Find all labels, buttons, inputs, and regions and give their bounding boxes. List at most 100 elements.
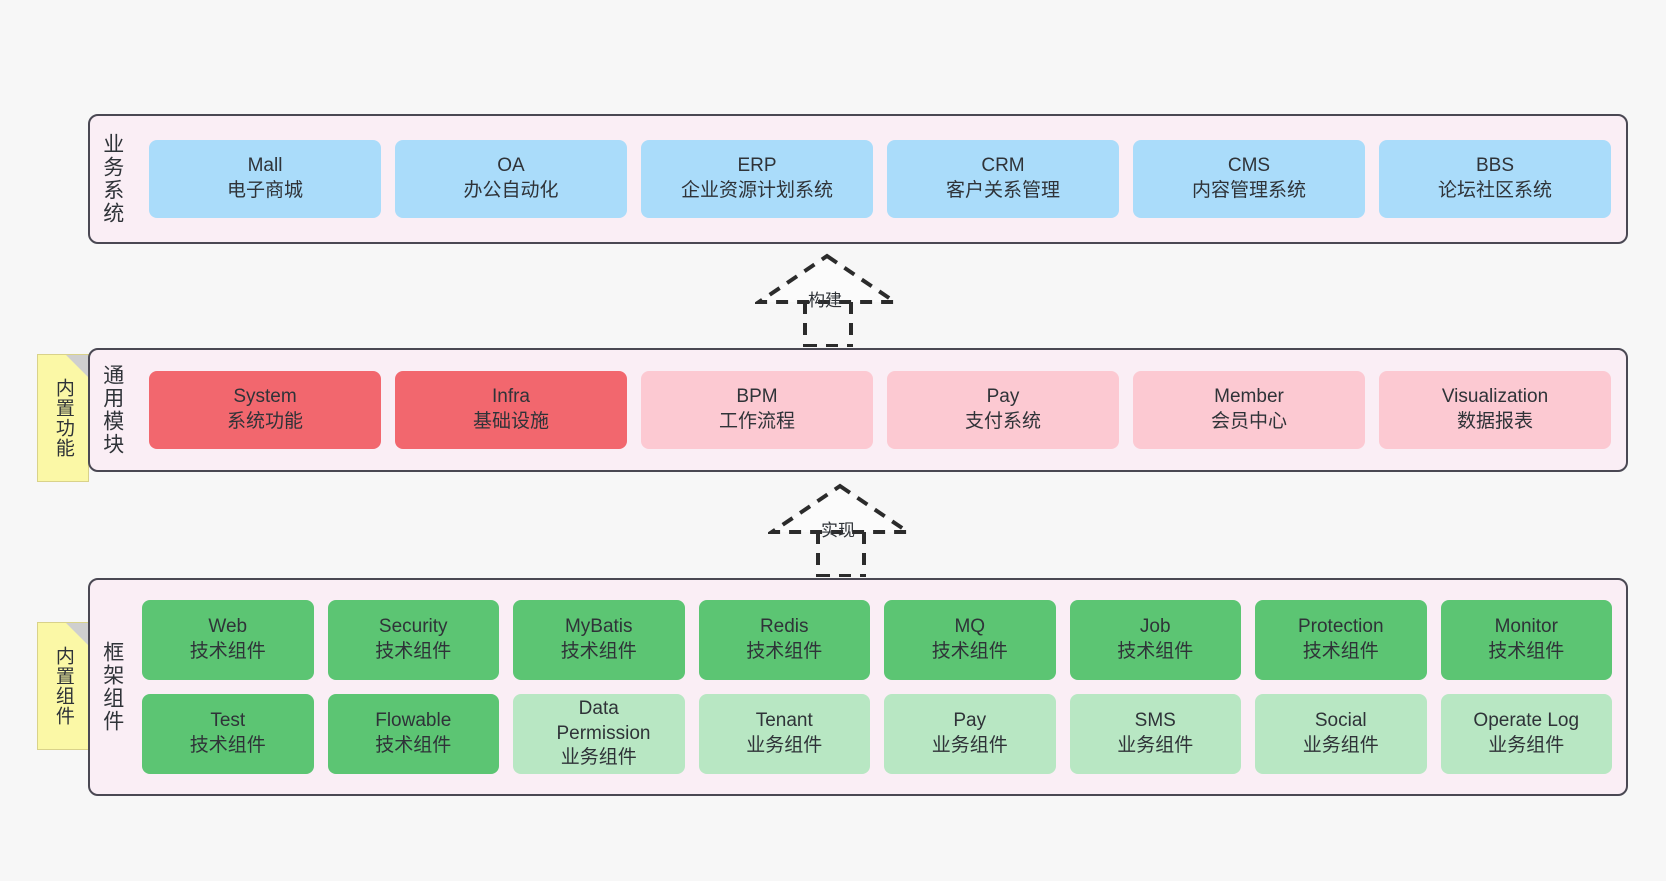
sticky-note-builtin-features: 内置功能 bbox=[37, 354, 89, 482]
node-crm[interactable]: CRM 客户关系管理 bbox=[887, 140, 1119, 218]
node-mall[interactable]: Mall 电子商城 bbox=[149, 140, 381, 218]
node-title: Operate Log bbox=[1473, 710, 1580, 732]
node-subtitle: 业务组件 bbox=[1302, 735, 1379, 756]
node-subtitle: 企业资源计划系统 bbox=[680, 180, 833, 201]
node-subtitle: 技术组件 bbox=[746, 641, 823, 662]
node-subtitle: 支付系统 bbox=[964, 411, 1041, 432]
layer-label-business-systems: 业务系统 bbox=[100, 133, 124, 225]
node-subtitle: 工作流程 bbox=[718, 411, 795, 432]
node-job[interactable]: Job 技术组件 bbox=[1069, 600, 1241, 680]
node-data-permission[interactable]: Data Permission 业务组件 bbox=[513, 694, 685, 774]
node-subtitle: 技术组件 bbox=[1117, 641, 1194, 662]
node-title: BBS bbox=[1475, 155, 1515, 177]
node-subtitle: 技术组件 bbox=[1302, 641, 1379, 662]
node-title: BPM bbox=[736, 386, 778, 408]
node-title: MQ bbox=[954, 616, 986, 638]
node-erp[interactable]: ERP 企业资源计划系统 bbox=[641, 140, 873, 218]
node-bpm[interactable]: BPM 工作流程 bbox=[641, 371, 873, 449]
node-oa[interactable]: OA 办公自动化 bbox=[395, 140, 627, 218]
connector-build-arrow-icon bbox=[752, 253, 902, 348]
node-bbs[interactable]: BBS 论坛社区系统 bbox=[1379, 140, 1611, 218]
node-subtitle: 技术组件 bbox=[1488, 641, 1565, 662]
layer-body-business-systems: Mall 电子商城 OA 办公自动化 ERP 企业资源计划系统 CRM 客户关系… bbox=[134, 116, 1626, 242]
node-subtitle: 技术组件 bbox=[931, 641, 1008, 662]
node-flowable[interactable]: Flowable 技术组件 bbox=[327, 694, 499, 774]
node-title: Redis bbox=[759, 616, 809, 638]
node-subtitle: 电子商城 bbox=[226, 180, 303, 201]
node-title: Mall bbox=[247, 155, 283, 177]
node-title: Data Permission bbox=[556, 697, 651, 744]
node-visualization[interactable]: Visualization 数据报表 bbox=[1379, 371, 1611, 449]
node-subtitle: 办公自动化 bbox=[463, 180, 559, 201]
node-subtitle: 技术组件 bbox=[375, 735, 452, 756]
layer-framework-components: 框架组件 Web 技术组件 Security 技术组件 MyBatis 技术组件… bbox=[88, 578, 1628, 796]
layer-business-systems: 业务系统 Mall 电子商城 OA 办公自动化 ERP 企业资源计划系统 CRM… bbox=[88, 114, 1628, 244]
node-mybatis[interactable]: MyBatis 技术组件 bbox=[513, 600, 685, 680]
connector-implement-arrow-icon bbox=[765, 483, 915, 578]
connector-build-label: 构建 bbox=[808, 291, 842, 310]
node-subtitle: 数据报表 bbox=[1456, 411, 1533, 432]
connector-implement-label: 实现 bbox=[821, 521, 855, 540]
node-title: Monitor bbox=[1494, 616, 1558, 638]
node-title: SMS bbox=[1134, 710, 1176, 732]
node-subtitle: 技术组件 bbox=[189, 641, 266, 662]
node-title: Member bbox=[1214, 386, 1284, 408]
node-security[interactable]: Security 技术组件 bbox=[327, 600, 499, 680]
node-subtitle: 技术组件 bbox=[375, 641, 452, 662]
node-title: System bbox=[233, 386, 297, 408]
node-title: Flowable bbox=[375, 710, 452, 732]
framework-row-technical: Web 技术组件 Security 技术组件 MyBatis 技术组件 Redi… bbox=[142, 600, 1612, 680]
node-title: CMS bbox=[1227, 155, 1271, 177]
node-title: Security bbox=[378, 616, 448, 638]
sticky-note-label: 内置功能 bbox=[52, 378, 74, 458]
node-title: MyBatis bbox=[564, 616, 633, 638]
node-operate-log[interactable]: Operate Log 业务组件 bbox=[1440, 694, 1612, 774]
node-member[interactable]: Member 会员中心 bbox=[1133, 371, 1365, 449]
node-protection[interactable]: Protection 技术组件 bbox=[1255, 600, 1427, 680]
note-fold-icon bbox=[66, 623, 88, 645]
sticky-note-builtin-components: 内置组件 bbox=[37, 622, 89, 750]
node-subtitle: 业务组件 bbox=[931, 735, 1008, 756]
node-title: Test bbox=[210, 710, 246, 732]
node-subtitle: 论坛社区系统 bbox=[1437, 180, 1552, 201]
note-fold-icon bbox=[66, 355, 88, 377]
node-title: Job bbox=[1139, 616, 1171, 638]
sticky-note-label: 内置组件 bbox=[52, 646, 74, 726]
node-title: Visualization bbox=[1441, 386, 1549, 408]
framework-row-business: Test 技术组件 Flowable 技术组件 Data Permission … bbox=[142, 694, 1612, 774]
node-subtitle: 技术组件 bbox=[560, 641, 637, 662]
node-title: Tenant bbox=[755, 710, 813, 732]
node-subtitle: 内容管理系统 bbox=[1191, 180, 1306, 201]
node-title: Web bbox=[208, 616, 248, 638]
node-subtitle: 业务组件 bbox=[746, 735, 823, 756]
node-subtitle: 客户关系管理 bbox=[945, 180, 1060, 201]
node-redis[interactable]: Redis 技术组件 bbox=[698, 600, 870, 680]
node-monitor[interactable]: Monitor 技术组件 bbox=[1440, 600, 1612, 680]
node-test[interactable]: Test 技术组件 bbox=[142, 694, 314, 774]
node-cms[interactable]: CMS 内容管理系统 bbox=[1133, 140, 1365, 218]
node-mq[interactable]: MQ 技术组件 bbox=[884, 600, 1056, 680]
node-tenant[interactable]: Tenant 业务组件 bbox=[698, 694, 870, 774]
node-infra[interactable]: Infra 基础设施 bbox=[395, 371, 627, 449]
node-subtitle: 会员中心 bbox=[1210, 411, 1287, 432]
node-title: Pay bbox=[953, 710, 987, 732]
node-pay-business[interactable]: Pay 业务组件 bbox=[884, 694, 1056, 774]
node-system[interactable]: System 系统功能 bbox=[149, 371, 381, 449]
node-title: ERP bbox=[737, 155, 777, 177]
connector-build: 构建 bbox=[752, 252, 905, 348]
node-title: OA bbox=[497, 155, 525, 177]
layer-label-framework-components: 框架组件 bbox=[100, 641, 124, 733]
node-social[interactable]: Social 业务组件 bbox=[1255, 694, 1427, 774]
layer-body-framework-components: Web 技术组件 Security 技术组件 MyBatis 技术组件 Redi… bbox=[134, 580, 1626, 794]
node-pay[interactable]: Pay 支付系统 bbox=[887, 371, 1119, 449]
node-title: Social bbox=[1314, 710, 1367, 732]
node-web[interactable]: Web 技术组件 bbox=[142, 600, 314, 680]
node-title: Infra bbox=[491, 386, 531, 408]
node-sms[interactable]: SMS 业务组件 bbox=[1069, 694, 1241, 774]
node-subtitle: 基础设施 bbox=[472, 411, 549, 432]
connector-implement: 实现 bbox=[765, 482, 918, 578]
node-subtitle: 业务组件 bbox=[560, 747, 637, 769]
node-title: Protection bbox=[1297, 616, 1384, 638]
node-subtitle: 技术组件 bbox=[189, 735, 266, 756]
